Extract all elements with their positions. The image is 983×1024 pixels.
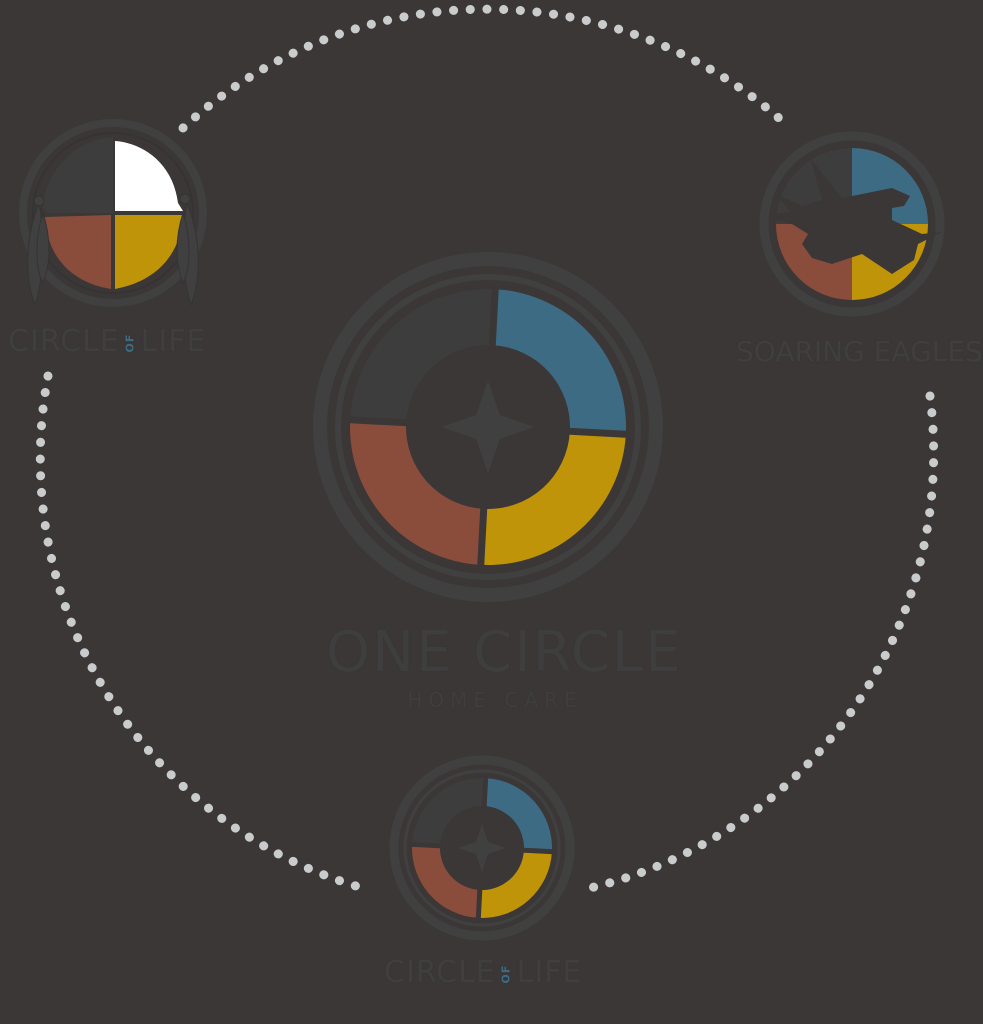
label-life: LIFE bbox=[516, 955, 583, 990]
eagle-wheel-icon bbox=[759, 131, 945, 317]
medicine-wheel-feathers-icon bbox=[19, 119, 207, 307]
soaring-eagles-label: SOARING EAGLES bbox=[736, 335, 983, 368]
arc-right bbox=[585, 391, 939, 893]
one-circle-title: ONE CIRCLE bbox=[326, 620, 683, 685]
label-life: LIFE bbox=[140, 324, 207, 359]
label-circle: CIRCLE bbox=[8, 324, 120, 359]
four-point-star-icon bbox=[442, 381, 534, 473]
home-care-subtitle: HOME CARE bbox=[407, 688, 583, 712]
label-of-accent: OF bbox=[123, 333, 137, 352]
one-circle-logo bbox=[313, 252, 663, 602]
label-circle: CIRCLE bbox=[384, 955, 496, 990]
label-of-accent: OF bbox=[499, 964, 513, 983]
dotted-connectors bbox=[35, 4, 939, 894]
arc-top bbox=[178, 4, 795, 133]
ring-star-icon bbox=[389, 755, 575, 941]
arc-left bbox=[35, 371, 371, 894]
